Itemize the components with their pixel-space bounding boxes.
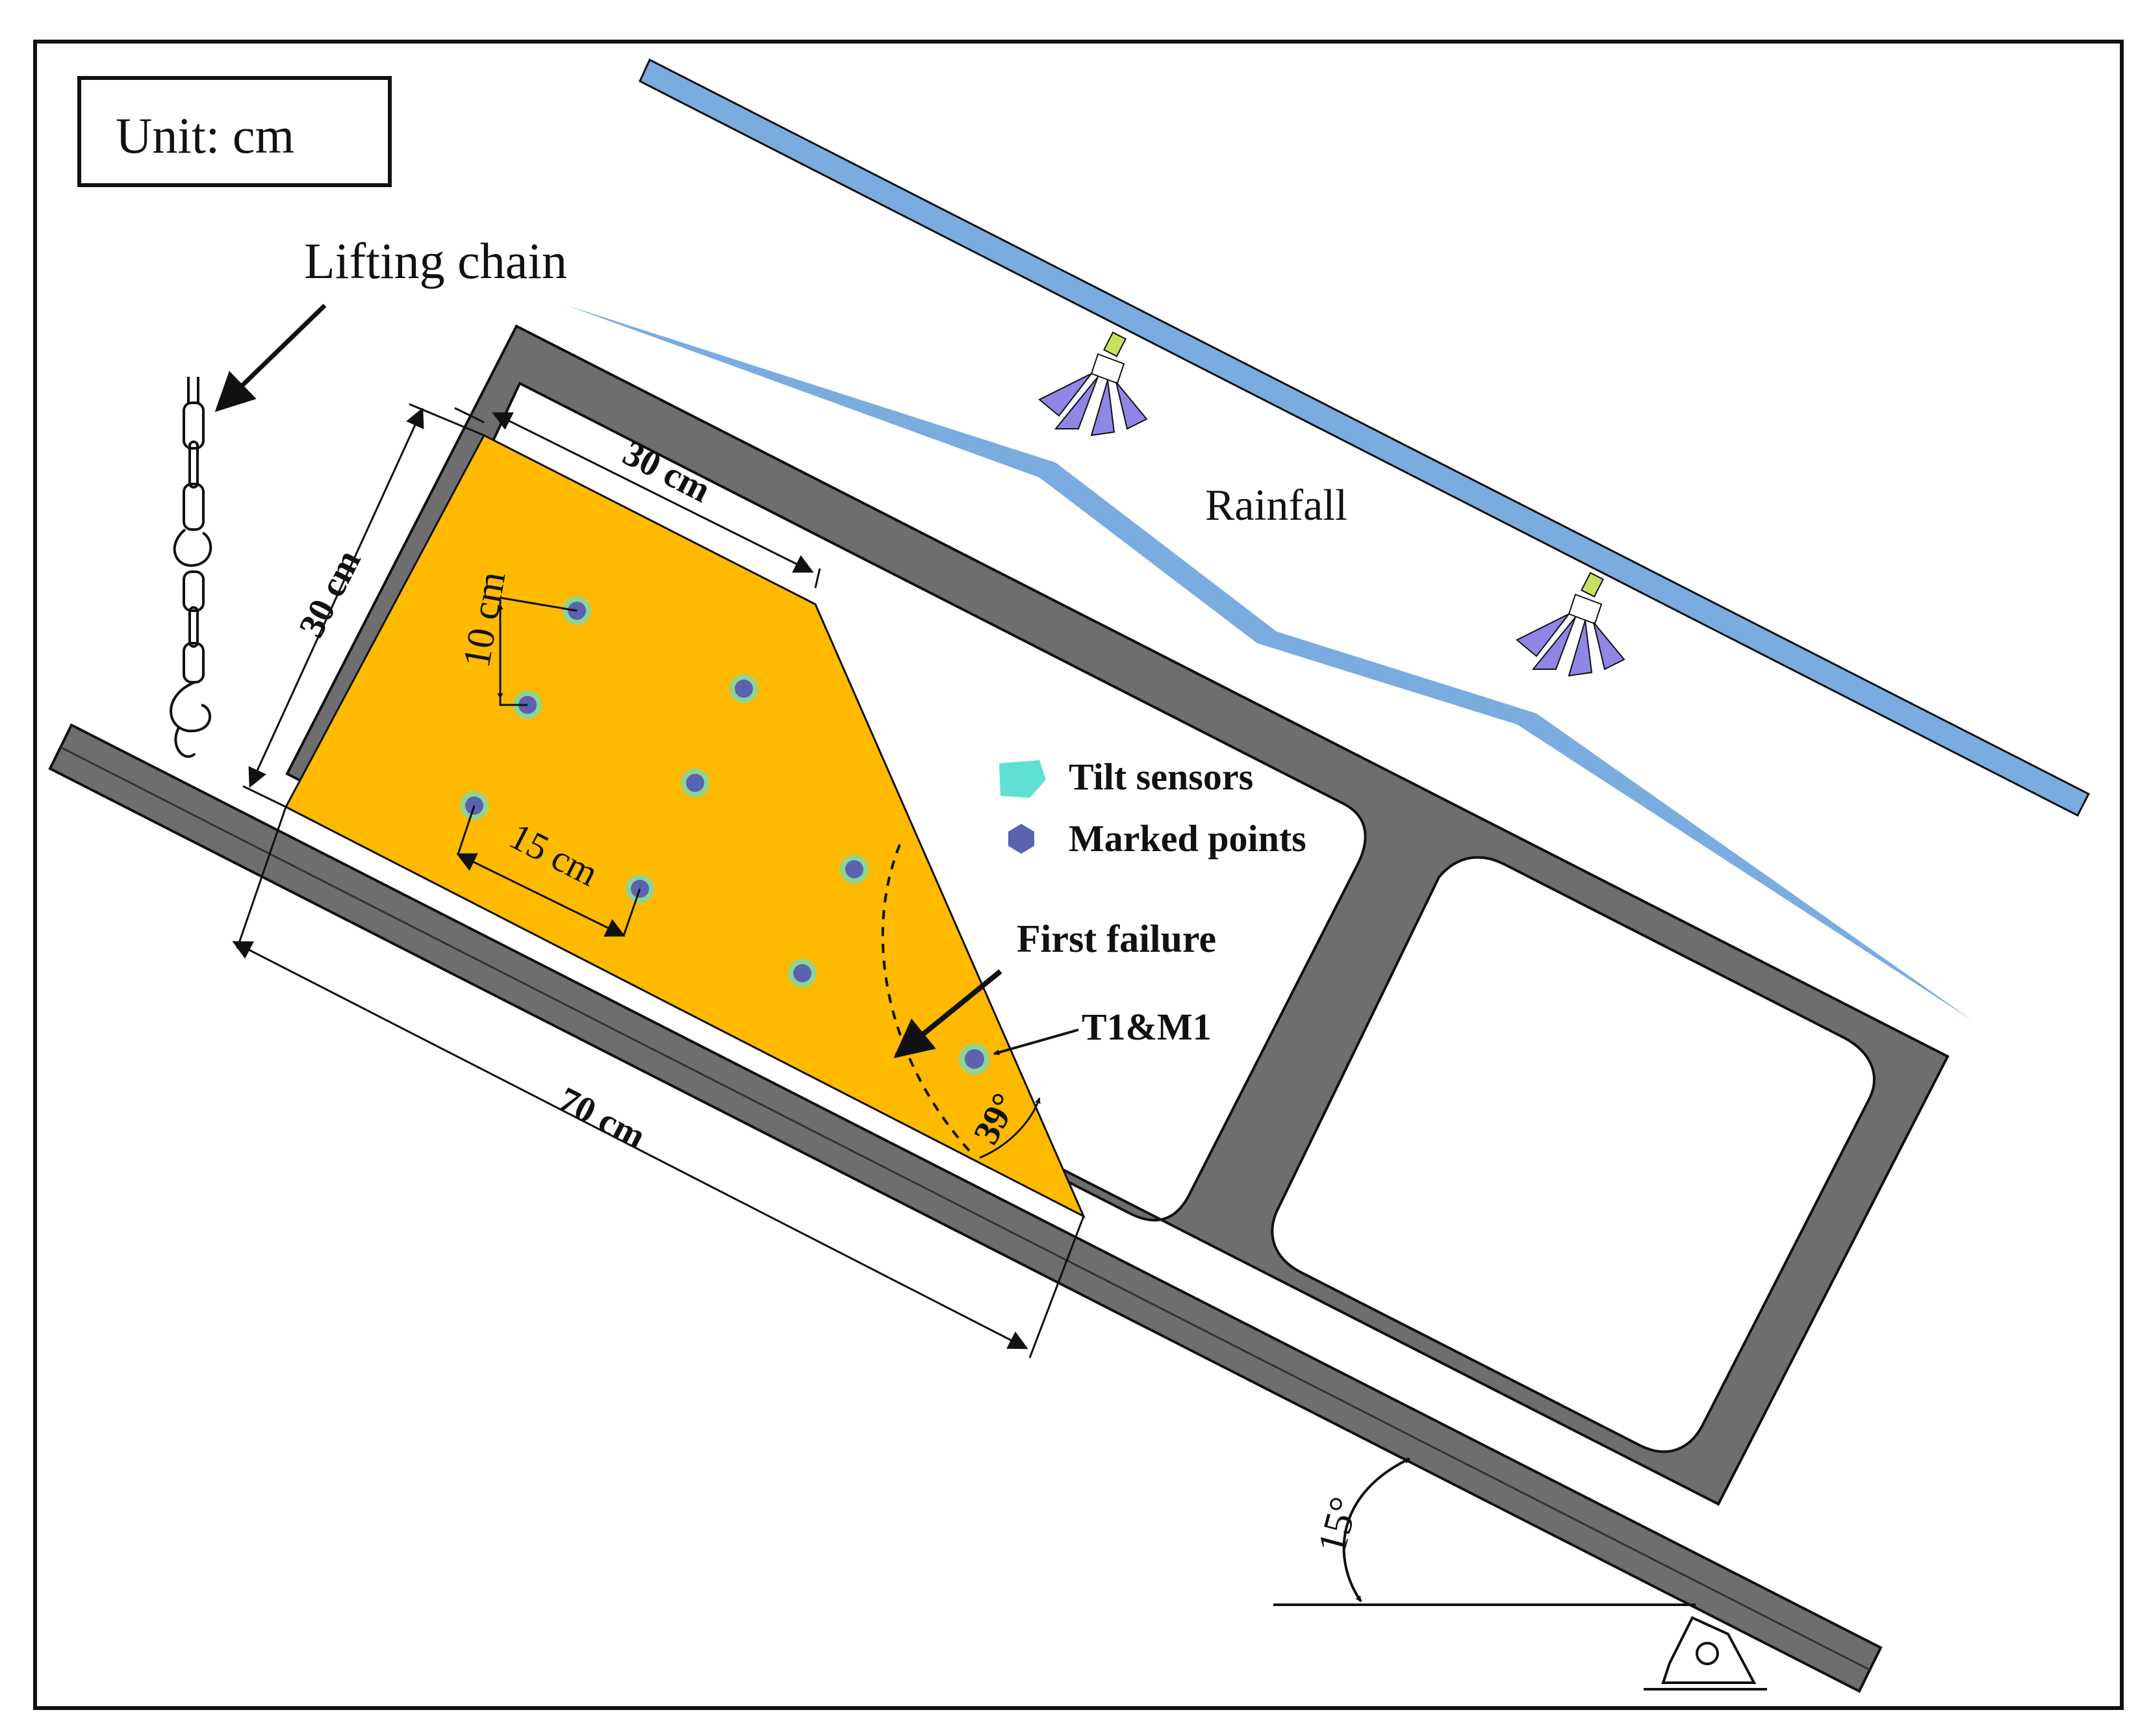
unit-label: Unit: cm [116, 107, 294, 164]
t1m1-arrow [993, 1028, 1079, 1056]
legend-marked-points: Marked points [1069, 817, 1306, 860]
marked-point-t1m1 [959, 1043, 990, 1075]
tilt-sensor-legend-icon [999, 760, 1046, 798]
marked-point [730, 674, 758, 703]
marked-point [788, 959, 817, 988]
first-failure-label: First failure [1017, 917, 1216, 960]
marked-point [681, 769, 709, 797]
legend-tilt-sensors: Tilt sensors [1069, 756, 1253, 798]
marked-point [840, 855, 869, 884]
lifting-chain-label: Lifting chain [304, 233, 567, 289]
tilt-angle-indicator: 15° [1273, 1457, 1696, 1606]
dim-30-left-label: 30 cm [291, 544, 368, 644]
unit-box: Unit: cm [77, 76, 392, 187]
rain-pipe [639, 58, 2091, 817]
rainfall-label: Rainfall [1205, 480, 1347, 530]
hinge-support-icon [1644, 1616, 1767, 1691]
marked-point-legend-icon [1008, 824, 1034, 854]
lifting-chain-arrow [214, 303, 327, 413]
spray-nozzle-icon [1038, 331, 1148, 437]
first-failure-arrow [893, 969, 1002, 1058]
spray-nozzle-icon [1516, 572, 1625, 677]
dim-70-label: 70 cm [552, 1079, 652, 1156]
t1m1-label: T1&M1 [1082, 1006, 1212, 1048]
legend: Tilt sensors Marked points [999, 756, 1306, 860]
lifting-chain-icon [170, 377, 212, 758]
figure-border [33, 40, 2124, 1710]
angle-15-label: 15° [1310, 1492, 1367, 1558]
